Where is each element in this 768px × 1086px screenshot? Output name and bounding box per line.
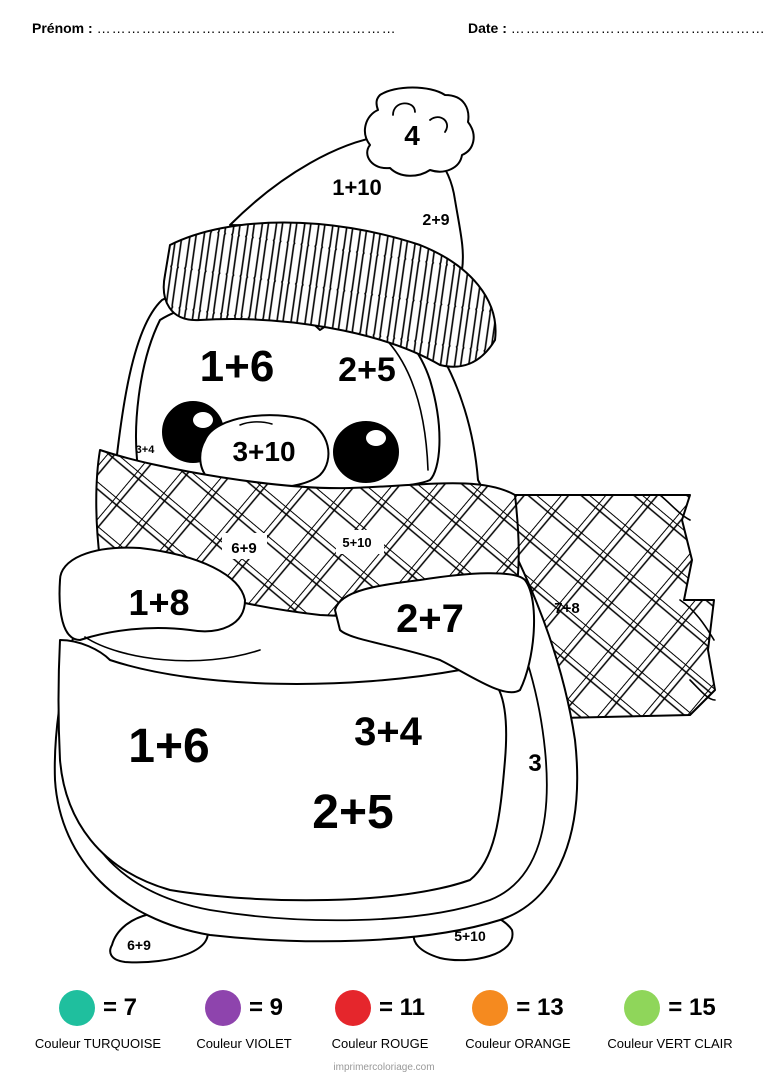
- sum-belly-left: 1+6: [128, 720, 209, 773]
- vert-clair-swatch: [624, 990, 661, 1026]
- legend-item-violet: = 9 Couleur VIOLET: [164, 990, 324, 1051]
- sum-belly-right-top: 3+4: [354, 710, 423, 754]
- legend-value: = 11: [378, 994, 426, 1021]
- sum-beak: 3+10: [232, 436, 295, 467]
- left-wing: [60, 548, 245, 640]
- prenom-dots: ……………………………………………………: [96, 20, 397, 36]
- sum-hat-top: 1+10: [332, 175, 382, 200]
- sum-face-left: 1+6: [200, 342, 275, 391]
- legend-item-orange: = 13 Couleur ORANGE: [438, 990, 598, 1051]
- right-wing: [335, 573, 534, 692]
- sum-foot-right: 5+10: [454, 928, 486, 944]
- sum-scarf-mid: 5+10: [342, 535, 371, 550]
- legend-label: Couleur VERT CLAIR: [607, 1036, 733, 1051]
- date-label: Date :: [468, 20, 507, 36]
- hat-pompom: [365, 88, 474, 176]
- right-eye: [334, 422, 398, 482]
- sum-hat-side: 2+9: [422, 212, 449, 229]
- sum-foot-left: 6+9: [127, 937, 151, 953]
- sum-scarf-left: 6+9: [231, 540, 256, 557]
- legend-item-rouge: = 11 Couleur ROUGE: [300, 990, 460, 1051]
- prenom-field[interactable]: Prénom : ……………………………………………………: [32, 20, 397, 36]
- sum-belly-center: 2+5: [312, 786, 393, 839]
- legend-label: Couleur ORANGE: [465, 1036, 571, 1051]
- legend-label: Couleur ROUGE: [331, 1036, 429, 1051]
- violet-swatch: [204, 990, 241, 1026]
- legend-label: Couleur TURQUOISE: [34, 1036, 162, 1051]
- sum-body-side: 3: [528, 750, 541, 777]
- sum-face-small: 3+4: [136, 444, 156, 456]
- legend-value: = 13: [516, 994, 564, 1021]
- turquoise-swatch: [58, 990, 95, 1026]
- legend-value: = 7: [102, 994, 138, 1021]
- sum-wing-right: 2+7: [396, 597, 464, 641]
- sum-scarf-tail: 7+8: [554, 600, 579, 617]
- belly: [59, 640, 507, 900]
- prenom-label: Prénom :: [32, 20, 93, 36]
- orange-swatch: [472, 990, 509, 1026]
- legend-value: = 15: [668, 994, 716, 1021]
- date-field[interactable]: Date : ……………………………………………: [468, 20, 766, 36]
- legend-item-vert-clair: = 15 Couleur VERT CLAIR: [590, 990, 750, 1051]
- legend-value: = 9: [248, 994, 284, 1021]
- rouge-swatch: [334, 990, 371, 1026]
- sum-pompom: 4: [404, 120, 420, 151]
- site-footer: imprimercoloriage.com: [333, 1062, 435, 1073]
- hat-band: [164, 223, 496, 367]
- legend-label: Couleur VIOLET: [196, 1036, 292, 1051]
- sum-wing-left: 1+8: [128, 582, 189, 623]
- legend-item-turquoise: = 7 Couleur TURQUOISE: [18, 990, 178, 1051]
- date-dots: ……………………………………………: [510, 20, 766, 36]
- sum-face-right: 2+5: [338, 351, 396, 389]
